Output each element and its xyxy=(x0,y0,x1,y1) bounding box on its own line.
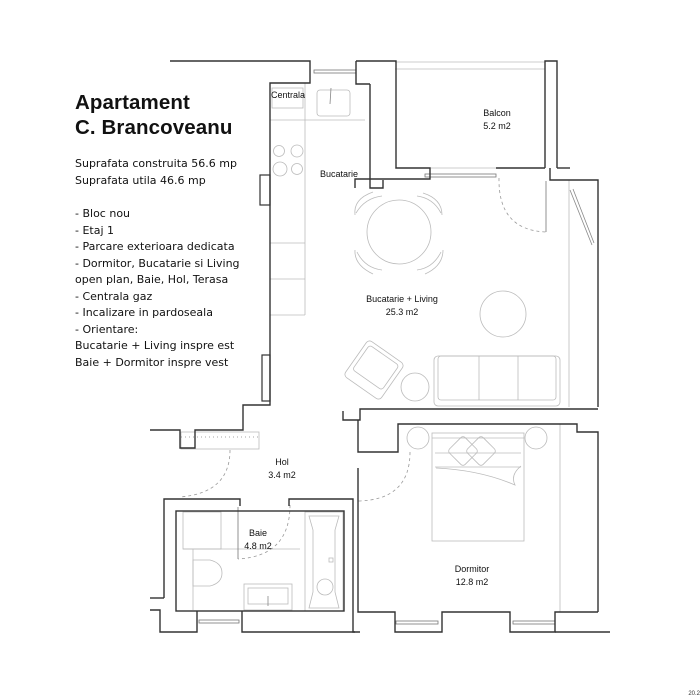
feature-item: - Bloc nou xyxy=(75,207,131,220)
label-hol: Hol xyxy=(275,457,289,467)
bathtub-icon xyxy=(304,511,344,612)
sofa-icon xyxy=(433,355,561,407)
toilet-icon xyxy=(192,559,223,587)
area-hol: 3.4 m2 xyxy=(268,470,296,480)
label-dormitor: Dormitor xyxy=(455,564,490,574)
feature-item: - Incalizare in pardoseala xyxy=(75,306,213,319)
feature-item: - Dormitor, Bucatarie si Living xyxy=(75,256,240,270)
wall-niches xyxy=(259,174,271,402)
doors xyxy=(198,69,556,625)
room-labels: Centrala Bucatarie Balcon 5.2 m2 Bucatar… xyxy=(244,90,511,587)
armchair-icon xyxy=(344,340,404,400)
area-built: Suprafata construita 56.6 mp xyxy=(75,157,237,170)
feature-item: - Parcare exterioara dedicata xyxy=(75,240,235,253)
feature-item: - Etaj 1 xyxy=(75,223,115,237)
feature-item: open plan, Baie, Hol, Terasa xyxy=(75,273,229,286)
label-centrala: Centrala xyxy=(271,90,305,100)
label-baie: Baie xyxy=(249,528,267,538)
title-line-2: C. Brancoveanu xyxy=(75,116,233,139)
title-line-1: Apartament xyxy=(75,91,190,114)
apartment-info: Apartament C. Brancoveanu Suprafata cons… xyxy=(75,90,275,371)
page-number: 20.2 xyxy=(688,691,700,697)
stove-icon xyxy=(272,144,304,177)
area-summary: Suprafata construita 56.6 mp Suprafata u… xyxy=(75,155,275,189)
side-table-icon xyxy=(400,372,430,402)
walls xyxy=(150,60,610,633)
title: Apartament C. Brancoveanu xyxy=(75,90,275,140)
feature-item: Bucatarie + Living inspre est xyxy=(75,339,235,352)
feature-item: - Orientare: xyxy=(75,322,139,336)
area-balcon: 5.2 m2 xyxy=(483,121,511,131)
feature-list: - Bloc nou - Etaj 1 - Parcare exterioara… xyxy=(75,206,275,371)
dining-table-icon xyxy=(354,191,444,275)
area-living: 25.3 m2 xyxy=(386,307,419,317)
feature-item: Baie + Dormitor inspre vest xyxy=(75,355,229,369)
area-baie: 4.8 m2 xyxy=(244,541,272,551)
label-living: Bucatarie + Living xyxy=(366,294,438,304)
door-swings xyxy=(179,177,547,560)
area-dormitor: 12.8 m2 xyxy=(456,577,489,587)
feature-item: - Centrala gaz xyxy=(75,289,153,303)
bathroom-sink-icon xyxy=(243,583,293,611)
label-bucatarie: Bucatarie xyxy=(320,169,358,179)
furniture-layer xyxy=(180,61,595,612)
boiler-icon xyxy=(271,87,304,109)
bed-icon xyxy=(406,426,548,542)
coffee-table-icon xyxy=(479,290,527,338)
shower-tray-icon xyxy=(182,511,222,550)
area-usable: Suprafata utila 46.6 mp xyxy=(75,174,206,187)
kitchen-sink-icon xyxy=(316,89,351,117)
label-balcon: Balcon xyxy=(483,108,511,118)
